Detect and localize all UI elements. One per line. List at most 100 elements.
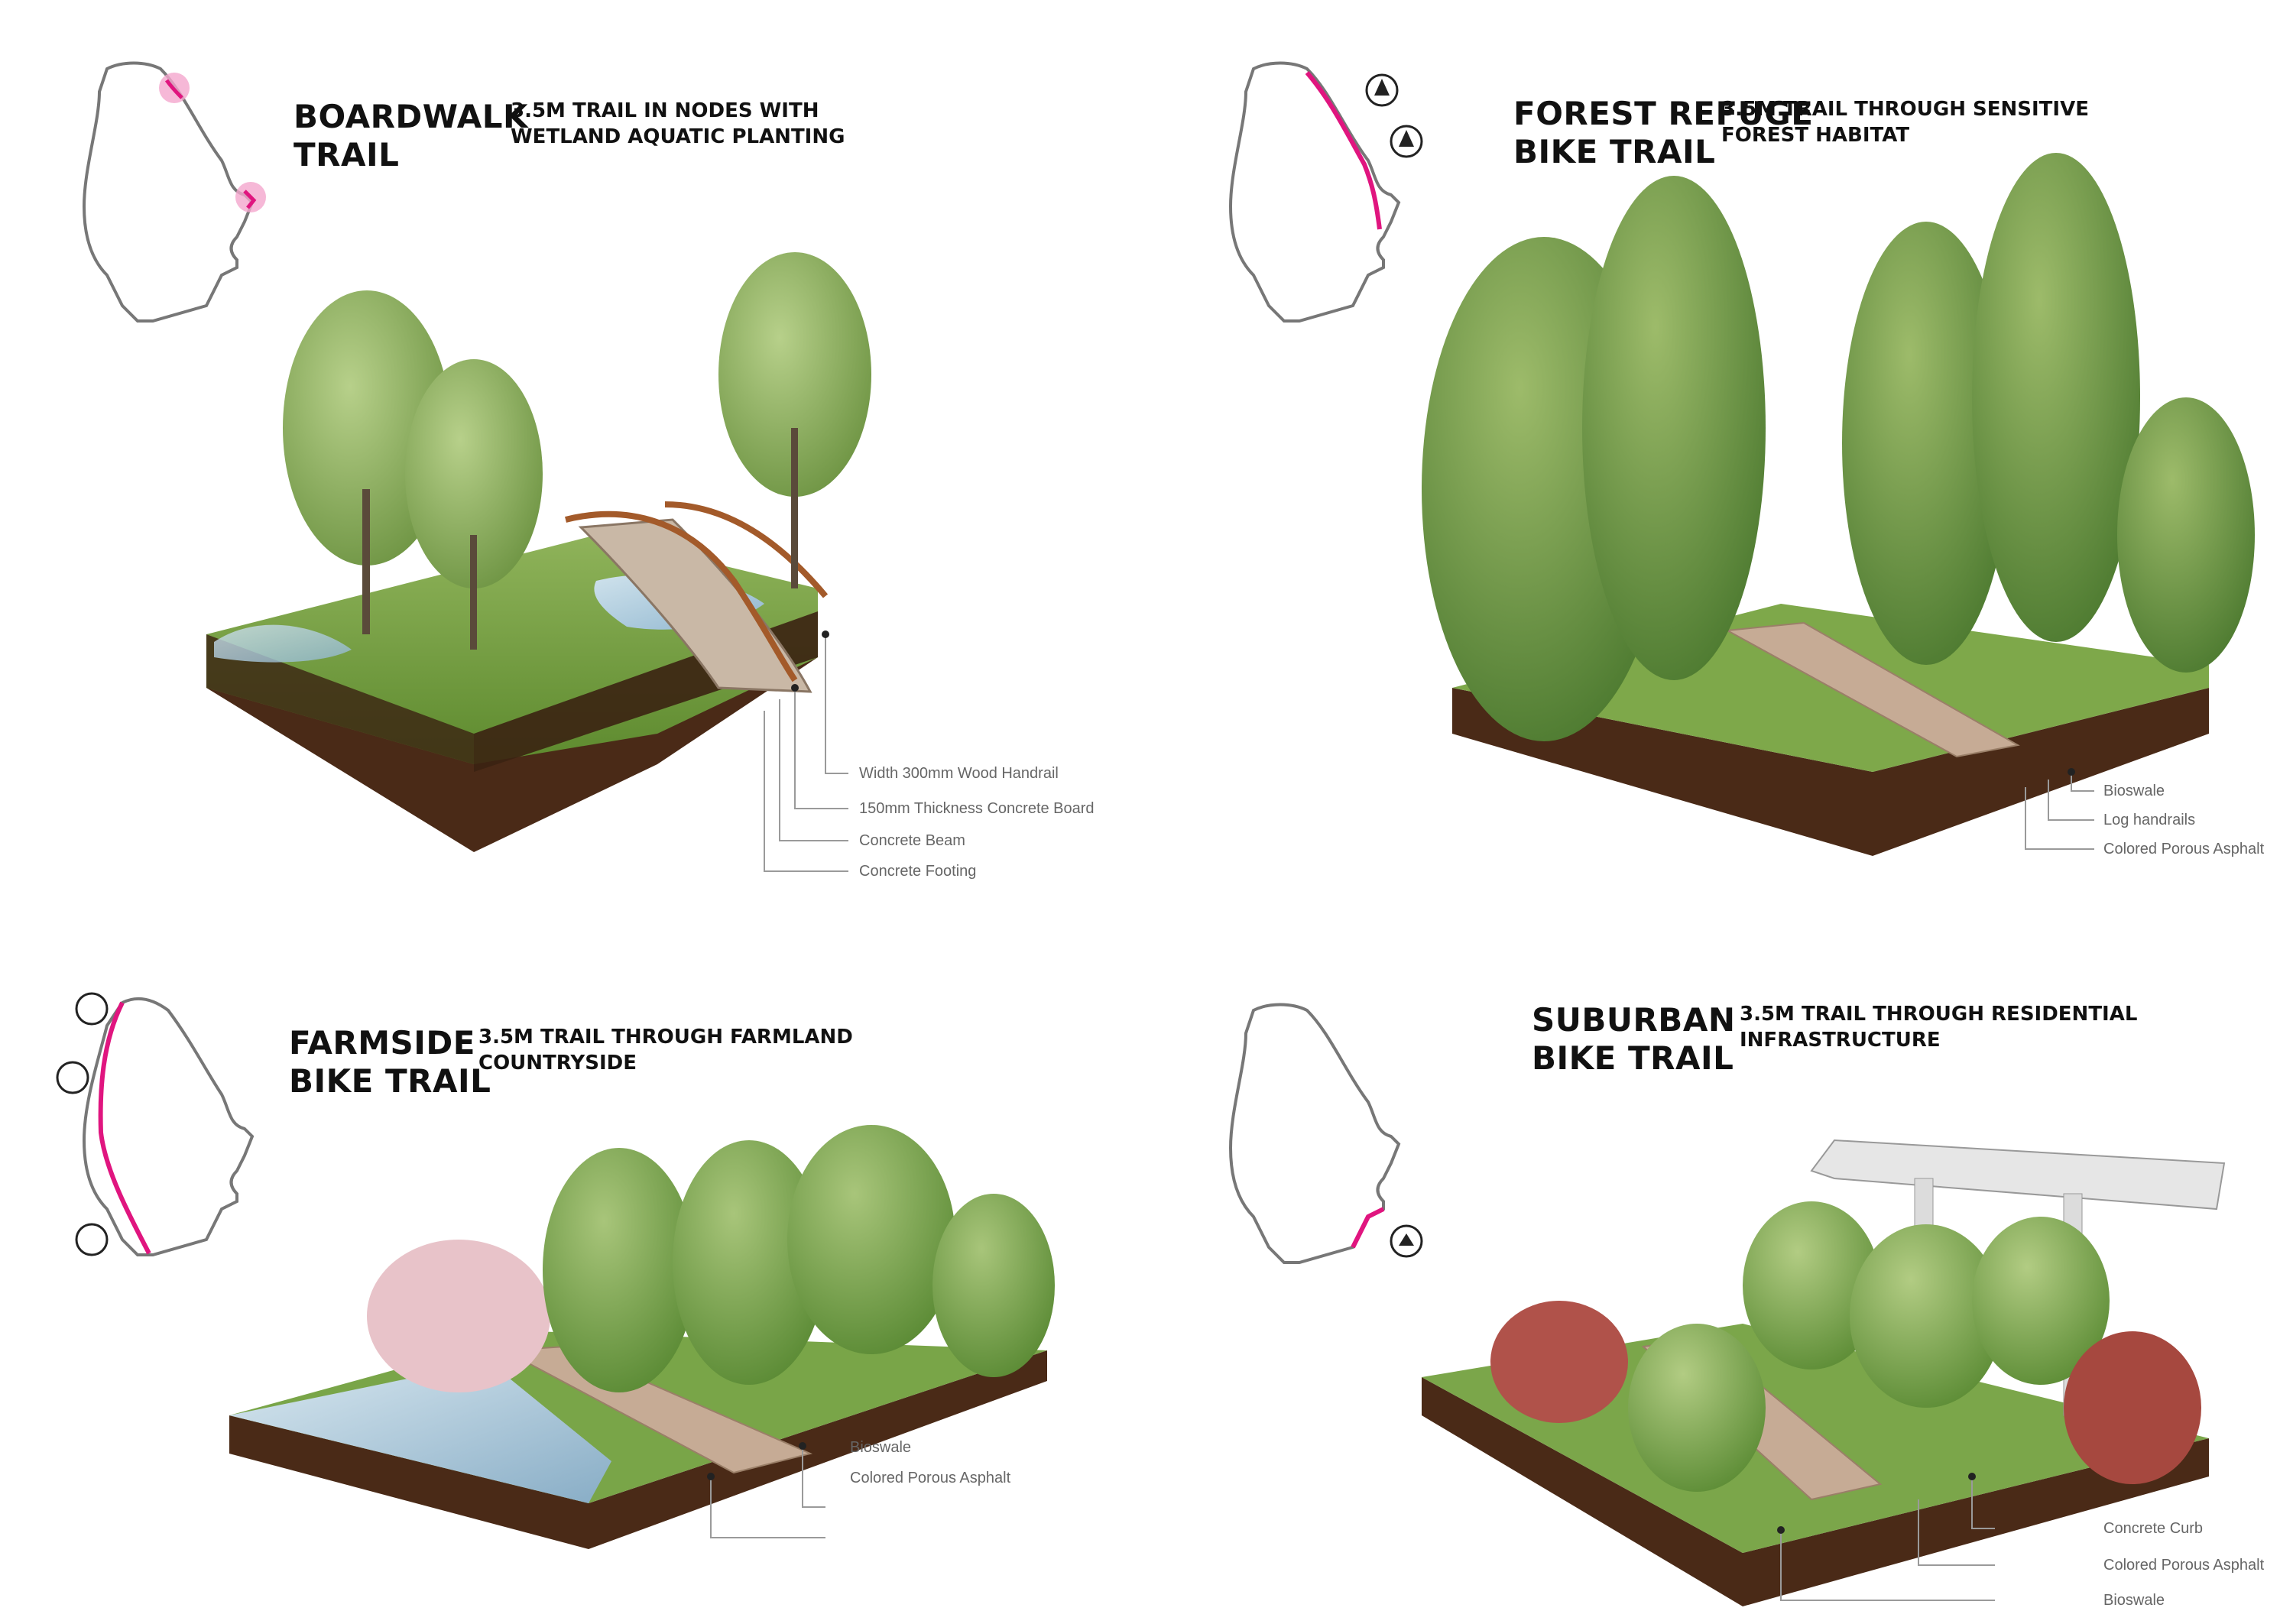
callout-label: Colored Porous Asphalt [850,1470,1011,1486]
callout-label: Colored Porous Asphalt [2103,841,2265,857]
title-line: BIKE TRAIL [1532,1039,1734,1077]
farmside-block [229,1125,1055,1549]
subtitle-line: 3.5M TRAIL IN NODES WITH [511,99,819,122]
trail-highlight [164,79,183,99]
title-line: BIKE TRAIL [289,1062,491,1100]
wood-handrail [565,511,798,682]
callout-label: Log handrails [2103,812,2196,828]
farmside-illustration [56,992,1055,1549]
location-map [56,992,255,1256]
subtitle-line: COUNTRYSIDE [478,1052,637,1075]
map-outline [1228,61,1401,323]
callout-label: Concrete Curb [2103,1520,2204,1537]
subtitle-line: 3.5M TRAIL THROUGH RESIDENTIAL [1740,1003,2138,1026]
trail-highlight [98,1001,151,1255]
tree [932,1194,1055,1377]
tree [1972,153,2140,642]
callout-label: Concrete Footing [859,863,977,880]
pond [214,624,352,663]
tree [1628,1324,1766,1492]
tree-trunk [791,428,798,588]
title-line: FOREST REFUGE [1513,95,1814,132]
title-line: BOARDWALK [294,98,529,135]
suburban-block [1422,1139,2226,1606]
porous-asphalt-trail [501,1345,813,1474]
soil-layer [229,1350,1047,1549]
tree [1842,222,2010,665]
trail-highlight [1351,1207,1385,1249]
forest-illustration [1228,61,2255,856]
subtitle-line: FOREST HABITAT [1721,124,1910,147]
panel-boardwalk: BOARDWALK TRAIL 3.5M TRAIL IN NODES WITH… [0,0,1146,872]
location-map [82,61,266,323]
red-shrub [1490,1301,1628,1423]
red-shrub [2064,1331,2201,1484]
panel-forest: FOREST REFUGE BIKE TRAIL 3.5M TRAIL THRO… [1146,0,2293,856]
map-outline [1228,1003,1401,1264]
tree [1582,176,1766,680]
farm-icon [75,1223,109,1256]
location-map [1228,1003,1423,1264]
panel-title: FARMSIDE BIKE TRAIL [289,1024,491,1100]
soil-layer [1422,1377,2209,1606]
panel-farmside: FARMSIDE BIKE TRAIL 3.5M TRAIL THROUGH F… [0,812,1146,1623]
soil-front [206,634,474,764]
callout-leaders [1777,1473,1995,1601]
wetland-block [206,252,871,852]
subtitle-line: WETLAND AQUATIC PLANTING [511,125,845,148]
callout-label: Bioswale [2103,1592,2165,1609]
tree [2117,397,2255,673]
forest-block [1422,153,2255,856]
location-map [1228,61,1423,323]
tree [673,1140,825,1385]
title-line: TRAIL [294,136,400,173]
callout-leaders [764,630,848,872]
callout-label: Bioswale [2103,783,2165,799]
tree [1850,1224,2003,1408]
wetland-pond [229,1362,611,1503]
wood-handrail [664,501,829,598]
callout-label: 150mm Thickness Concrete Board [859,800,1095,817]
soil-layer [1452,688,2209,856]
trail-highlight [1305,71,1382,230]
tree [543,1148,696,1392]
tree [718,252,871,497]
farm-icon [56,1061,89,1094]
panel-title: BOARDWALK TRAIL [294,98,528,174]
title-line: BIKE TRAIL [1513,133,1716,170]
panel-suburban: SUBURBAN BIKE TRAIL 3.5M TRAIL THROUGH R… [1146,812,2293,1623]
callout-label: Concrete Beam [859,832,965,849]
trail-highlight [243,190,257,209]
flowering-tree [367,1240,550,1392]
callout-leaders [707,1442,825,1538]
suburban-illustration [1228,1003,2226,1606]
tree [1972,1217,2110,1385]
title-line: FARMSIDE [289,1024,475,1062]
subtitle-line: INFRASTRUCTURE [1740,1029,1941,1052]
callout-label: Width 300mm Wood Handrail [859,765,1059,782]
subtitle-line: 3.5M TRAIL THROUGH FARMLAND [478,1026,853,1049]
panel-subtitle: 3.5M TRAIL THROUGH RESIDENTIAL INFRASTRU… [1740,1001,2137,1053]
panel-subtitle: 3.5M TRAIL IN NODES WITH WETLAND AQUATIC… [511,98,845,150]
elevated-highway [1810,1139,2226,1211]
tree [405,359,543,588]
subtitle-line: 3.5M TRAIL THROUGH SENSITIVE [1721,98,2089,121]
callout-leaders [2025,768,2094,850]
panel-title: SUBURBAN BIKE TRAIL [1532,1001,1735,1078]
panel-subtitle: 3.5M TRAIL THROUGH SENSITIVE FOREST HABI… [1721,96,2089,148]
tree [787,1125,955,1354]
panel-title: FOREST REFUGE BIKE TRAIL [1513,95,1813,171]
farm-icon [75,992,109,1026]
boardwalk-deck [578,518,812,693]
tree-trunk [470,535,477,650]
house-icon-glyph [1399,1233,1414,1246]
porous-asphalt-trail [1724,621,2020,758]
title-line: SUBURBAN [1532,1001,1736,1039]
tree [1743,1201,1880,1370]
boardwalk-illustration [82,61,871,872]
map-outline [82,997,255,1256]
panel-subtitle: 3.5M TRAIL THROUGH FARMLAND COUNTRYSIDE [478,1024,853,1076]
callout-label: Bioswale [850,1439,912,1456]
callout-label: Colored Porous Asphalt [2103,1557,2265,1574]
tree-trunk [362,489,370,634]
